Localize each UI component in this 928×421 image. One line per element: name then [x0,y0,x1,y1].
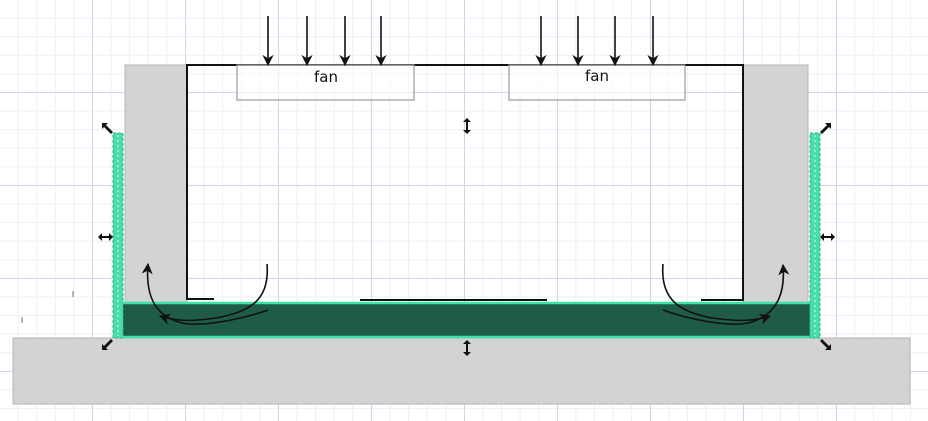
resize-handle-sw-icon[interactable] [102,339,113,350]
resize-handle-s-icon[interactable] [463,340,471,356]
airflow-curve-arrow-icon [141,262,269,325]
airflow-arrows-right [535,16,659,67]
resize-handle-w-icon[interactable] [98,233,113,241]
airflow-curves-left [141,262,269,325]
resize-handle-n-icon[interactable] [463,118,471,134]
left-wall-block[interactable] [124,64,188,306]
fan-label-left: fan [314,68,338,86]
air-channel[interactable] [119,301,813,339]
airflow-curve-arrow-icon [661,263,772,325]
resize-handle-e-icon[interactable] [820,233,835,241]
fan-box-right[interactable] [508,64,686,101]
airflow-arrows-left [262,16,387,67]
enclosure-outline[interactable] [186,64,744,301]
resize-handles[interactable] [98,118,835,356]
resize-handle-se-icon[interactable] [820,339,831,350]
resize-handle-ne-icon[interactable] [820,123,831,134]
airflow-curve-arrow-icon [158,263,269,325]
airflow-curve-arrow-icon [662,263,790,325]
base-slab[interactable] [12,337,911,405]
resize-handle-nw-icon[interactable] [102,123,113,134]
fan-label-right: fan [585,67,609,85]
fan-box-left[interactable] [236,64,415,101]
airflow-curves-right [661,263,790,325]
right-wall-block[interactable] [742,64,809,306]
